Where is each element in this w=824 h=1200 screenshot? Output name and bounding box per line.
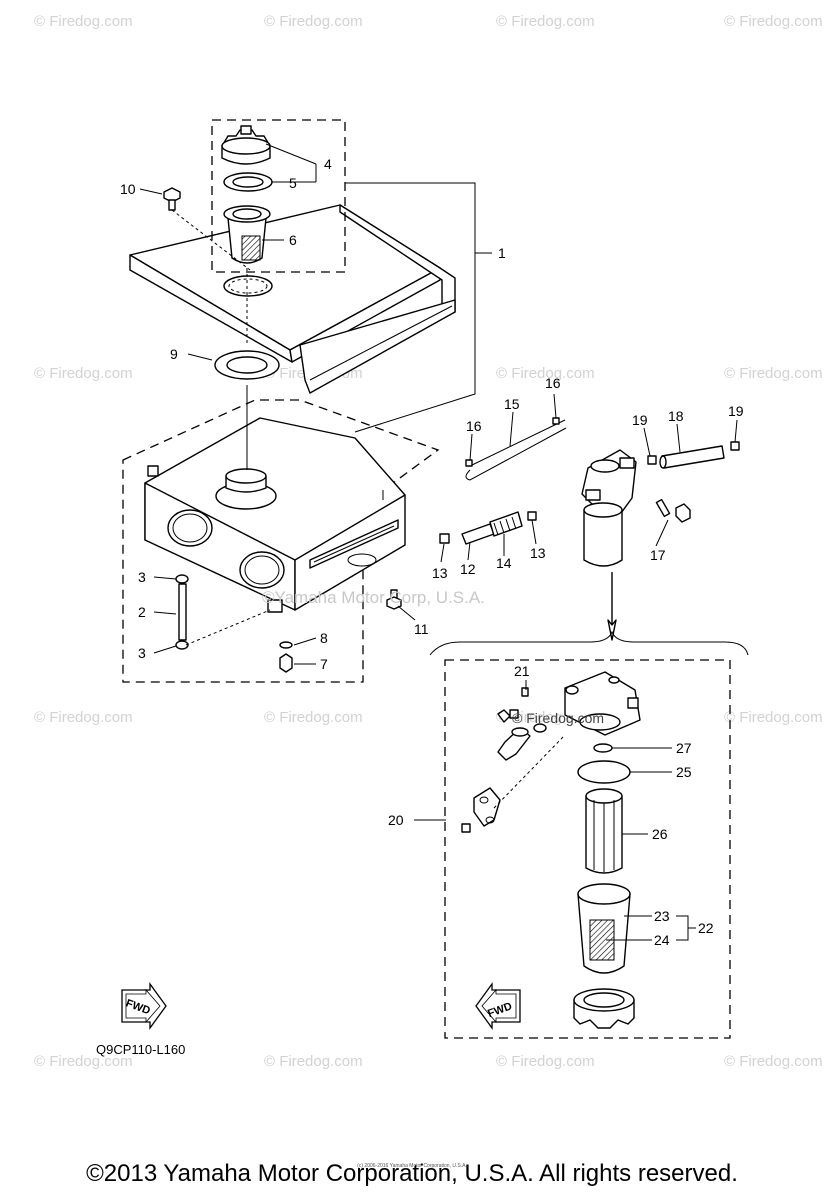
- filler-cap-group-box: [211, 119, 346, 273]
- callout-6: 6: [289, 232, 297, 248]
- diagram-code: Q9CP110-L160: [96, 1042, 185, 1057]
- callout-19: 19: [728, 403, 744, 419]
- center-watermark: ©Yamaha Motor Corp, U.S.A.: [262, 588, 485, 607]
- callout-3: 3: [138, 645, 146, 661]
- fwd-arrow-left: FWD: [121, 982, 167, 1030]
- callout-5: 5: [289, 175, 297, 191]
- drain-plug: [279, 641, 293, 673]
- callout-11: 11: [414, 621, 429, 637]
- callout-25: 25: [676, 764, 692, 780]
- copyright-notice: ©2013 Yamaha Motor Corporation, U.S.A. A…: [86, 1160, 738, 1187]
- watermark: © Firedog.com: [264, 709, 363, 726]
- fuel-pipe: [465, 417, 567, 481]
- callout-1: 1: [498, 245, 506, 261]
- watermark: © Firedog.com: [512, 710, 604, 726]
- callout-27: 27: [676, 740, 692, 756]
- callout-19: 19: [632, 412, 648, 428]
- callout-17: 17: [650, 547, 666, 563]
- leaders: [139, 143, 738, 941]
- callout-12: 12: [460, 561, 476, 577]
- callout-26: 26: [652, 826, 668, 842]
- fuel-strainer: [223, 205, 271, 264]
- cap-gasket: [223, 172, 273, 192]
- callout-14: 14: [496, 555, 512, 571]
- watermark: © Firedog.com: [724, 13, 823, 30]
- filter-element: [585, 788, 623, 874]
- callout-23: 23: [654, 908, 670, 924]
- bolt-10: [163, 187, 181, 211]
- filter-head: [564, 671, 641, 736]
- o-ring-27: [593, 743, 613, 753]
- fwd-arrow-right: FWD: [475, 982, 521, 1030]
- filter-ring-nut: [573, 988, 635, 1029]
- watermark: © Firedog.com: [34, 709, 133, 726]
- callout-16: 16: [466, 418, 482, 434]
- expand-arrow: [607, 572, 617, 641]
- callout-10: 10: [120, 181, 136, 197]
- callout-20: 20: [388, 812, 404, 828]
- watermark: © Firedog.com: [496, 13, 595, 30]
- callout-9: 9: [170, 346, 178, 362]
- watermark: © Firedog.com: [724, 365, 823, 382]
- fuel-tank-group-box: [122, 399, 440, 683]
- fuel-filter-small: [581, 449, 691, 567]
- callout-18: 18: [668, 408, 684, 424]
- callout-8: 8: [320, 630, 328, 646]
- callout-15: 15: [504, 396, 520, 412]
- callout-22: 22: [698, 920, 714, 936]
- watermark: © Firedog.com: [264, 1053, 363, 1070]
- callout-3: 3: [138, 569, 146, 585]
- filter-elbow: [497, 687, 547, 761]
- callout-4: 4: [324, 156, 332, 172]
- tank-cover: [129, 204, 456, 394]
- callout-24: 24: [654, 932, 670, 948]
- fuel-hose-18: [647, 441, 740, 469]
- tiny-copyright: (c) 2006-2016 Yamaha Motor Corporation, …: [357, 1163, 467, 1169]
- watermark: © Firedog.com: [724, 1053, 823, 1070]
- watermark: © Firedog.com: [496, 1053, 595, 1070]
- watermark: © Firedog.com: [34, 13, 133, 30]
- watermark: © Firedog.com: [724, 709, 823, 726]
- fuel-hose-14: [439, 511, 537, 545]
- watermark: © Firedog.com: [264, 13, 363, 30]
- callout-13: 13: [530, 545, 546, 561]
- filter-bracket: [461, 734, 566, 833]
- callout-2: 2: [138, 604, 146, 620]
- drain-hose: [175, 574, 271, 650]
- o-ring-25: [577, 760, 631, 784]
- callout-7: 7: [320, 656, 328, 672]
- exploded-bracket: [429, 630, 749, 656]
- tank-gasket: [214, 350, 280, 380]
- callout-21: 21: [514, 663, 530, 679]
- callout-16: 16: [545, 375, 561, 391]
- filter-exploded-box: [444, 659, 731, 1039]
- callout-numbers: 1 2 3 3 4 5 6 7 8 9 10 11 12 13 13 14 15…: [120, 156, 744, 948]
- watermark: © Firedog.com: [34, 365, 133, 382]
- callout-13: 13: [432, 565, 448, 581]
- filter-bowl: [577, 883, 631, 974]
- fuel-tank: [144, 417, 406, 613]
- watermark: © Firedog.com: [34, 1053, 133, 1070]
- bolt-11: [386, 589, 402, 610]
- filler-cap: [221, 125, 271, 165]
- watermark: © Firedog.com: [496, 365, 595, 382]
